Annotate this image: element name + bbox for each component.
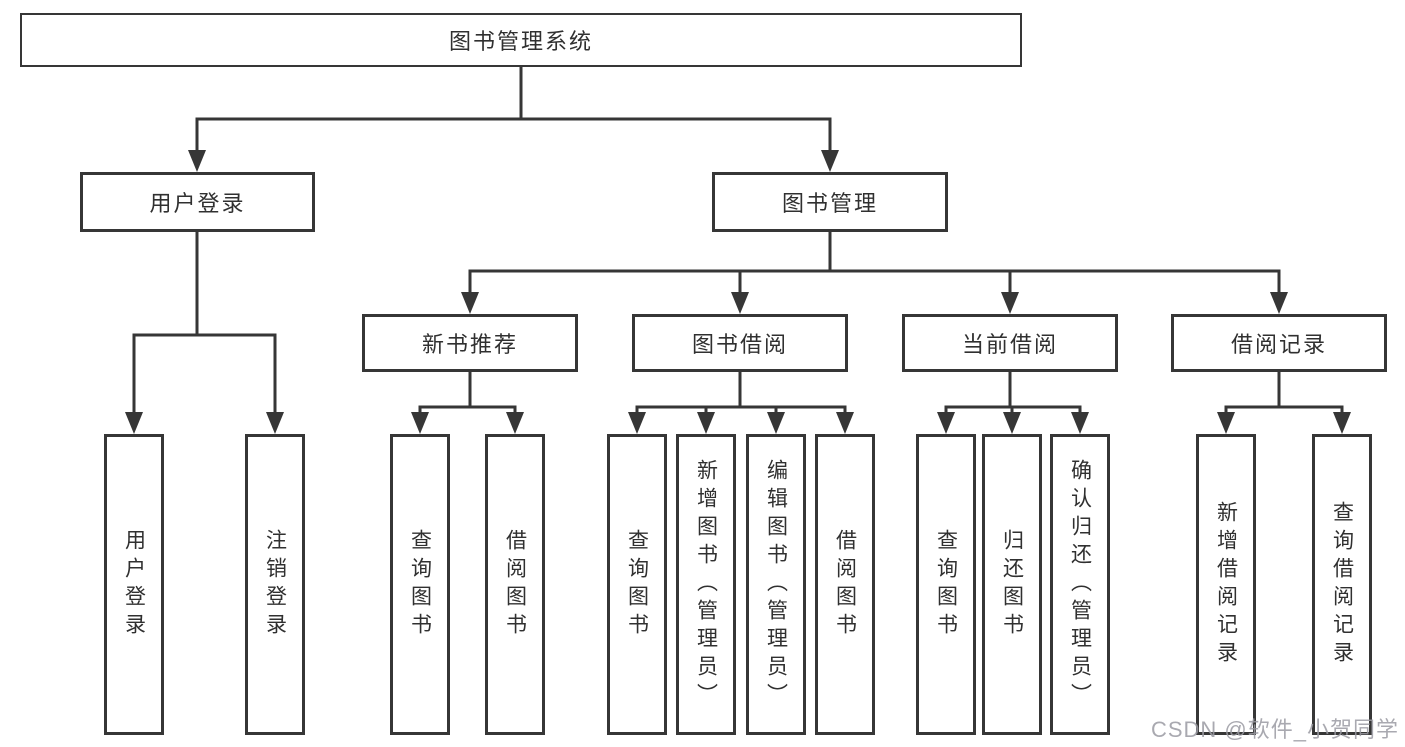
node-label: 用户登录 [149, 191, 246, 216]
node-label: 查询图书 [625, 528, 649, 641]
node-book-management: 图书管理 [712, 172, 948, 232]
leaf-query-books-2: 查询图书 [607, 434, 667, 735]
node-label: 借阅记录 [1230, 332, 1327, 357]
leaf-confirm-return-admin: 确认归还（管理员） [1050, 434, 1110, 735]
node-label: 图书管理系统 [448, 29, 593, 54]
leaf-add-books-admin: 新增图书（管理员） [676, 434, 736, 735]
node-label: 归还图书 [1000, 528, 1024, 641]
node-book-borrowing: 图书借阅 [632, 314, 848, 372]
leaf-logout: 注销登录 [245, 434, 305, 735]
node-label: 当前借阅 [961, 332, 1058, 357]
node-label: 新增图书（管理员） [694, 458, 718, 711]
node-library-management-system: 图书管理系统 [20, 13, 1022, 67]
node-label: 查询图书 [934, 528, 958, 641]
node-new-book-recommend: 新书推荐 [362, 314, 578, 372]
node-borrowing-records: 借阅记录 [1171, 314, 1387, 372]
leaf-user-login: 用户登录 [104, 434, 164, 735]
csdn-watermark: CSDN @软件_小贺同学 [1150, 717, 1399, 742]
leaf-add-borrow-record: 新增借阅记录 [1196, 434, 1256, 735]
node-label: 查询图书 [408, 528, 432, 641]
node-label: 图书借阅 [691, 332, 788, 357]
node-label: 查询借阅记录 [1330, 500, 1354, 669]
leaf-return-books: 归还图书 [982, 434, 1042, 735]
leaf-edit-books-admin: 编辑图书（管理员） [746, 434, 806, 735]
node-label: 借阅图书 [503, 528, 527, 641]
node-label: 编辑图书（管理员） [764, 458, 788, 711]
node-label: 新书推荐 [421, 332, 518, 357]
node-label: 借阅图书 [833, 528, 857, 641]
leaf-borrow-books-2: 借阅图书 [815, 434, 875, 735]
node-label: 注销登录 [263, 528, 287, 641]
node-current-borrowing: 当前借阅 [902, 314, 1118, 372]
node-user-login: 用户登录 [80, 172, 315, 232]
leaf-query-borrow-record: 查询借阅记录 [1312, 434, 1372, 735]
leaf-query-books-3: 查询图书 [916, 434, 976, 735]
node-label: 确认归还（管理员） [1068, 458, 1092, 711]
leaf-query-books-1: 查询图书 [390, 434, 450, 735]
node-label: 图书管理 [781, 191, 878, 216]
node-label: 新增借阅记录 [1214, 500, 1238, 669]
leaf-borrow-books-1: 借阅图书 [485, 434, 545, 735]
node-label: 用户登录 [122, 528, 146, 641]
